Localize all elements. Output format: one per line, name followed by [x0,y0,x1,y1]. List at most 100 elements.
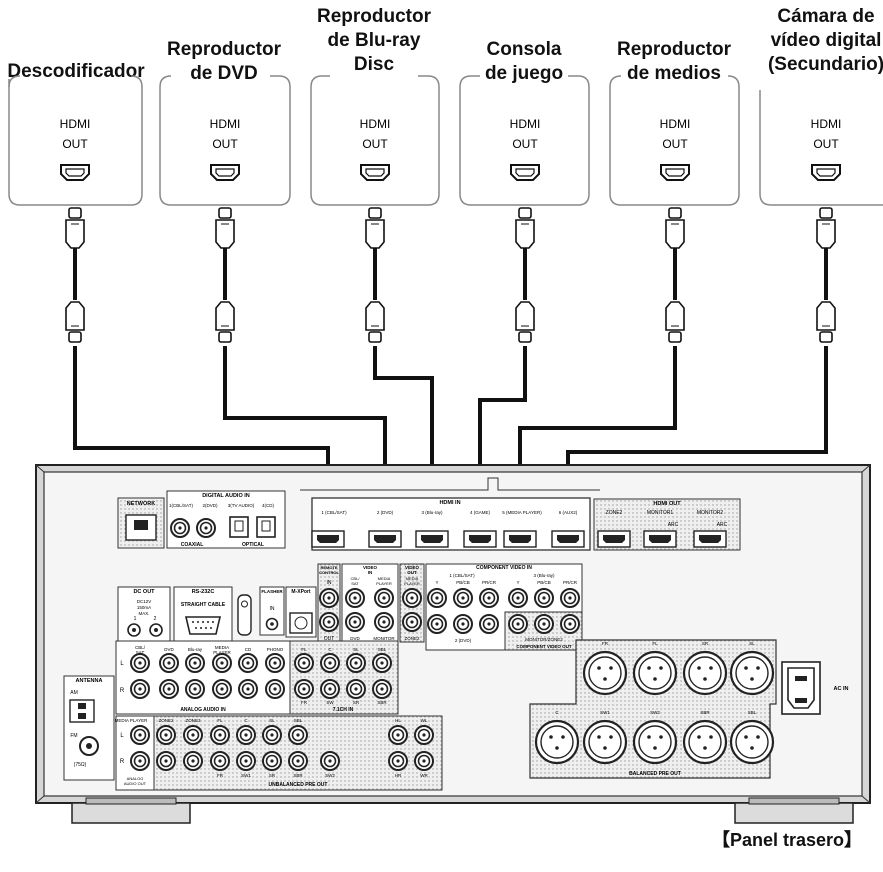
xlr-jack-icon [729,650,775,696]
serial-port-icon [184,616,222,635]
hdmi-out-label-2: OUT [662,137,688,151]
svg-text:R: R [120,688,125,694]
svg-text:2(DVD): 2(DVD) [202,503,218,508]
svg-text:VIDEO: VIDEO [405,565,420,570]
svg-text:MEDIA: MEDIA [406,576,419,581]
svg-text:HR: HR [395,773,402,778]
svg-text:OUT: OUT [324,636,335,642]
device-title-bluray: Reproductor de Blu-ray Disc [317,6,431,75]
svg-text:Y: Y [435,580,438,585]
svg-text:IN: IN [270,606,275,612]
device-box-consola: HDMI OUT [459,75,590,206]
hdmi-port-icon [811,164,841,181]
svg-text:SW1: SW1 [600,710,610,715]
hdmi-port-icon [210,164,240,181]
hdmi-plug-icon [215,301,235,343]
svg-text:COAXIAL: COAXIAL [181,542,204,548]
svg-text:SR: SR [702,641,709,646]
svg-text:3 (Blu-ray): 3 (Blu-ray) [533,573,555,578]
svg-text:1: 1 [134,616,137,622]
svg-text:OPTICAL: OPTICAL [242,542,264,548]
svg-text:PLAYER: PLAYER [376,581,392,586]
svg-text:HL: HL [395,718,401,723]
svg-text:AC IN: AC IN [834,686,849,692]
xlr-jack-icon [682,650,728,696]
svg-text:ZONE2: ZONE2 [404,636,420,641]
hdmi-in-port-1 [311,530,345,548]
svg-text:7.1CH IN: 7.1CH IN [333,707,354,713]
cable-segments-top [73,248,828,300]
svg-text:WL: WL [421,718,428,723]
hdmi-plug-icon [515,301,535,343]
hdmi-out-label: HDMI [360,117,391,131]
hdmi-plugs [65,207,836,343]
hdmi-out-label: HDMI [210,117,241,131]
svg-text:C: C [244,718,248,723]
svg-text:C: C [328,647,332,652]
svg-text:DVD: DVD [350,636,360,641]
device-box-dvd: HDMI OUT [159,75,291,206]
am-antenna-terminal-icon [69,699,95,723]
hdmi-out-label-2: OUT [362,137,388,151]
hdmi-port-icon [510,164,540,181]
svg-text:SBL: SBL [294,718,303,723]
hdmi-out-label: HDMI [660,117,691,131]
hdmi-in-port-5 [503,530,537,548]
svg-text:RS-232C: RS-232C [192,589,215,595]
xlr-jack-icon [582,719,628,765]
svg-text:ARC: ARC [717,522,728,528]
svg-text:SBR: SBR [377,700,387,705]
svg-text:SW1: SW1 [241,773,251,778]
svg-text:ANALOG: ANALOG [127,776,144,781]
hdmi-out-label: HDMI [510,117,541,131]
hdmi-out-label-2: OUT [512,137,538,151]
svg-text:ZONE2: ZONE2 [158,718,174,723]
xlr-jack-icon [682,719,728,765]
svg-text:PLAYER: PLAYER [213,650,231,655]
svg-text:FL: FL [652,641,658,646]
svg-text:150mA: 150mA [137,605,151,610]
svg-text:R: R [120,759,125,765]
device-box-camara: HDMI OUT [759,90,883,206]
svg-text:UNBALANCED PRE OUT: UNBALANCED PRE OUT [269,782,328,788]
svg-text:PB/CB: PB/CB [537,580,551,585]
hdmi-plug-icon [665,301,685,343]
device-title-descodificador: Descodificador [7,61,145,82]
cable-bluray [373,346,434,540]
svg-text:FLASHER: FLASHER [261,589,283,594]
svg-text:Y: Y [516,580,519,585]
svg-text:MEDIA: MEDIA [215,645,229,650]
svg-text:STRAIGHT CABLE: STRAIGHT CABLE [181,602,226,608]
hdmi-in-label: HDMI IN [439,500,460,506]
svg-text:L: L [120,661,124,667]
svg-text:ANALOG AUDIO IN: ANALOG AUDIO IN [180,707,226,713]
svg-text:SR: SR [353,700,360,705]
xlr-jack-icon [729,719,775,765]
coaxial-jack-icon [170,518,190,538]
svg-text:PHONO: PHONO [267,647,284,652]
svg-text:ZONE2: ZONE2 [606,510,623,516]
svg-text:ANTENNA: ANTENNA [76,678,103,684]
device-box-bluray: HDMI OUT [310,75,440,206]
svg-text:4 (GAME): 4 (GAME) [470,510,491,515]
svg-text:PB/CB: PB/CB [456,580,470,585]
svg-text:6 (AUX2): 6 (AUX2) [559,510,578,515]
svg-text:FR: FR [602,641,609,646]
svg-text:CBL/: CBL/ [351,576,361,581]
svg-text:COMPONENT VIDEO IN: COMPONENT VIDEO IN [476,565,532,571]
svg-text:FL: FL [301,647,307,652]
hdmi-plug-icon [665,207,685,249]
svg-text:3(TV AUDIO): 3(TV AUDIO) [228,503,255,508]
svg-text:2: 2 [154,616,157,622]
svg-text:REMOTE: REMOTE [320,565,337,570]
svg-text:SW: SW [326,700,334,705]
device-title-media: Reproductor de medios [617,39,731,84]
hdmi-out-label-2: OUT [62,137,88,151]
svg-text:3 (Blu-ray): 3 (Blu-ray) [421,510,443,515]
hdmi-port-icon [660,164,690,181]
hdmi-port-icon [360,164,390,181]
svg-text:SL: SL [353,647,359,652]
svg-text:SL: SL [269,718,275,723]
svg-text:MONITOR1: MONITOR1 [647,510,674,516]
